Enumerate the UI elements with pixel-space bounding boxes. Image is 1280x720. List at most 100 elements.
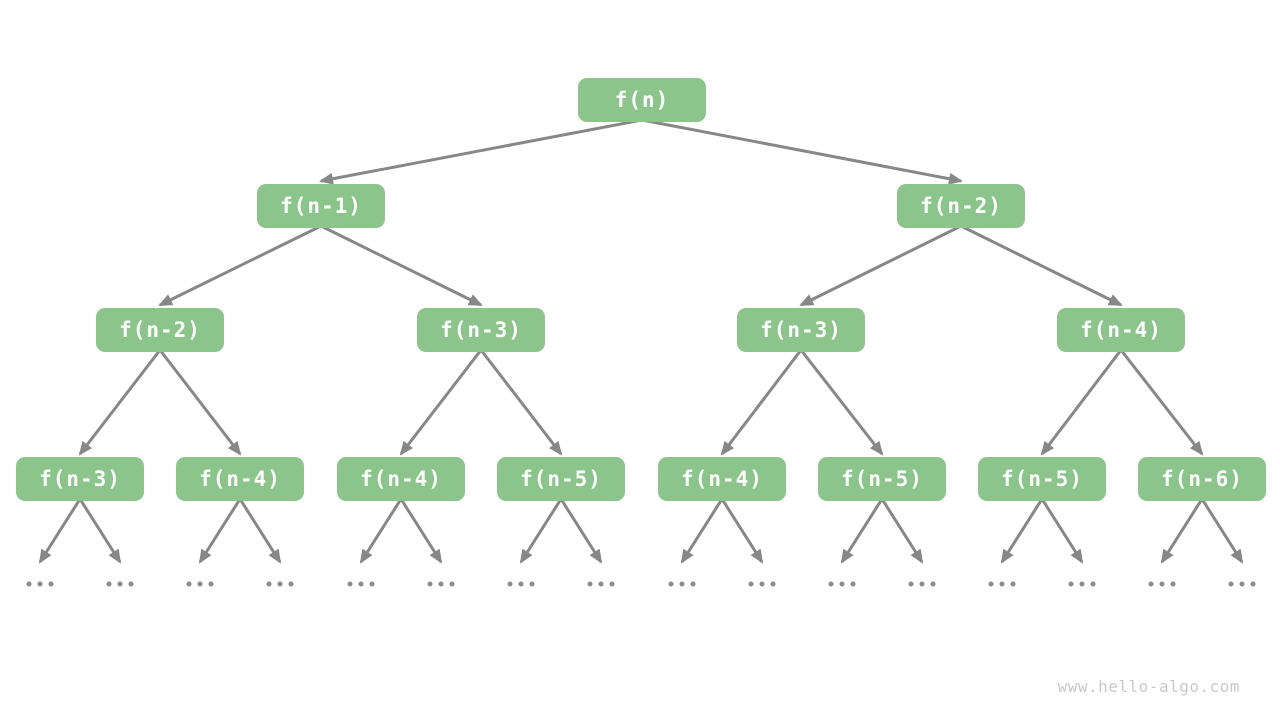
- tree-node: f(n-4): [176, 457, 304, 501]
- tree-node: f(n-6): [1138, 457, 1266, 501]
- ellipsis-dot: [679, 581, 685, 587]
- edge-arrow: [1040, 349, 1123, 456]
- ellipsis-dot: [609, 581, 615, 587]
- ellipsis-node: [106, 581, 134, 587]
- ellipsis-node: [748, 581, 776, 587]
- tree-node: f(n-5): [978, 457, 1106, 501]
- ellipsis-dot: [1090, 581, 1096, 587]
- ellipsis-dot: [427, 581, 433, 587]
- tree-node: f(n-4): [1057, 308, 1185, 352]
- ellipsis-dot: [999, 581, 1005, 587]
- ellipsis-node: [1068, 581, 1096, 587]
- ellipsis-dot: [988, 581, 994, 587]
- ellipsis-dot: [507, 581, 513, 587]
- ellipsis-dot: [1010, 581, 1016, 587]
- ellipsis-dot: [850, 581, 856, 587]
- edge-arrow: [680, 498, 724, 564]
- edge-arrow: [158, 349, 242, 456]
- edge-arrow: [1160, 498, 1204, 564]
- ellipsis-dot: [770, 581, 776, 587]
- ellipsis-dot: [668, 581, 674, 587]
- ellipsis-dot: [438, 581, 444, 587]
- ellipsis-dot: [908, 581, 914, 587]
- edge-arrow: [720, 349, 803, 456]
- tree-node: f(n): [578, 78, 706, 122]
- tree-node: f(n-2): [897, 184, 1025, 228]
- edge-arrow: [198, 498, 242, 564]
- ellipsis-dot: [26, 581, 32, 587]
- ellipsis-node: [908, 581, 936, 587]
- ellipsis-dot: [1068, 581, 1074, 587]
- ellipsis-dot: [919, 581, 925, 587]
- ellipsis-dot: [449, 581, 455, 587]
- ellipsis-dot: [930, 581, 936, 587]
- tree-node: f(n-1): [257, 184, 385, 228]
- ellipsis-dot: [690, 581, 696, 587]
- ellipsis-dot: [748, 581, 754, 587]
- edge-arrow: [1119, 349, 1204, 456]
- edge-arrow: [799, 349, 884, 456]
- edge-arrow: [1040, 498, 1084, 564]
- ellipsis-dot: [1250, 581, 1256, 587]
- watermark-text: www.hello-algo.com: [1057, 677, 1240, 696]
- edge-arrow: [799, 224, 962, 307]
- ellipsis-dot: [1239, 581, 1245, 587]
- ellipsis-dot: [37, 581, 43, 587]
- ellipsis-node: [266, 581, 294, 587]
- ellipsis-dot: [186, 581, 192, 587]
- ellipsis-node: [186, 581, 214, 587]
- edge-arrow: [1200, 498, 1244, 564]
- ellipsis-dot: [106, 581, 112, 587]
- edge-arrow: [38, 498, 82, 564]
- ellipsis-dot: [1228, 581, 1234, 587]
- ellipsis-dot: [208, 581, 214, 587]
- ellipsis-dot: [1170, 581, 1176, 587]
- ellipsis-node: [347, 581, 375, 587]
- ellipsis-dot: [1159, 581, 1165, 587]
- edge-arrow: [559, 498, 603, 564]
- ellipsis-node: [587, 581, 615, 587]
- tree-node: f(n-4): [337, 457, 465, 501]
- ellipsis-node: [1228, 581, 1256, 587]
- edge-arrow: [359, 498, 403, 564]
- edge-arrow: [320, 224, 483, 307]
- edge-arrow: [158, 224, 322, 307]
- ellipsis-dot: [288, 581, 294, 587]
- ellipsis-node: [507, 581, 535, 587]
- ellipsis-node: [1148, 581, 1176, 587]
- edge-arrow: [78, 349, 162, 456]
- tree-node: f(n-3): [417, 308, 545, 352]
- edge-arrow: [78, 498, 122, 564]
- ellipsis-dot: [48, 581, 54, 587]
- ellipsis-dot: [518, 581, 524, 587]
- tree-node: f(n-3): [16, 457, 144, 501]
- ellipsis-node: [828, 581, 856, 587]
- ellipsis-dot: [277, 581, 283, 587]
- ellipsis-dot: [117, 581, 123, 587]
- ellipsis-dot: [358, 581, 364, 587]
- ellipsis-dot: [197, 581, 203, 587]
- ellipsis-dot: [598, 581, 604, 587]
- tree-node: f(n-5): [497, 457, 625, 501]
- ellipsis-dot: [1148, 581, 1154, 587]
- ellipsis-dot: [1079, 581, 1085, 587]
- ellipsis-dot: [369, 581, 375, 587]
- edge-arrow: [880, 498, 924, 564]
- ellipsis-node: [26, 581, 54, 587]
- edge-arrow: [1000, 498, 1044, 564]
- edge-arrow: [399, 498, 443, 564]
- ellipsis-dot: [266, 581, 272, 587]
- ellipsis-dot: [347, 581, 353, 587]
- tree-node: f(n-5): [818, 457, 946, 501]
- edge-arrow: [641, 118, 963, 185]
- edge-arrow: [479, 349, 563, 456]
- edge-arrow: [840, 498, 884, 564]
- ellipsis-node: [988, 581, 1016, 587]
- edge-arrow: [319, 118, 643, 185]
- ellipsis-dot: [587, 581, 593, 587]
- edge-arrow: [960, 224, 1123, 307]
- ellipsis-node: [427, 581, 455, 587]
- ellipsis-node: [668, 581, 696, 587]
